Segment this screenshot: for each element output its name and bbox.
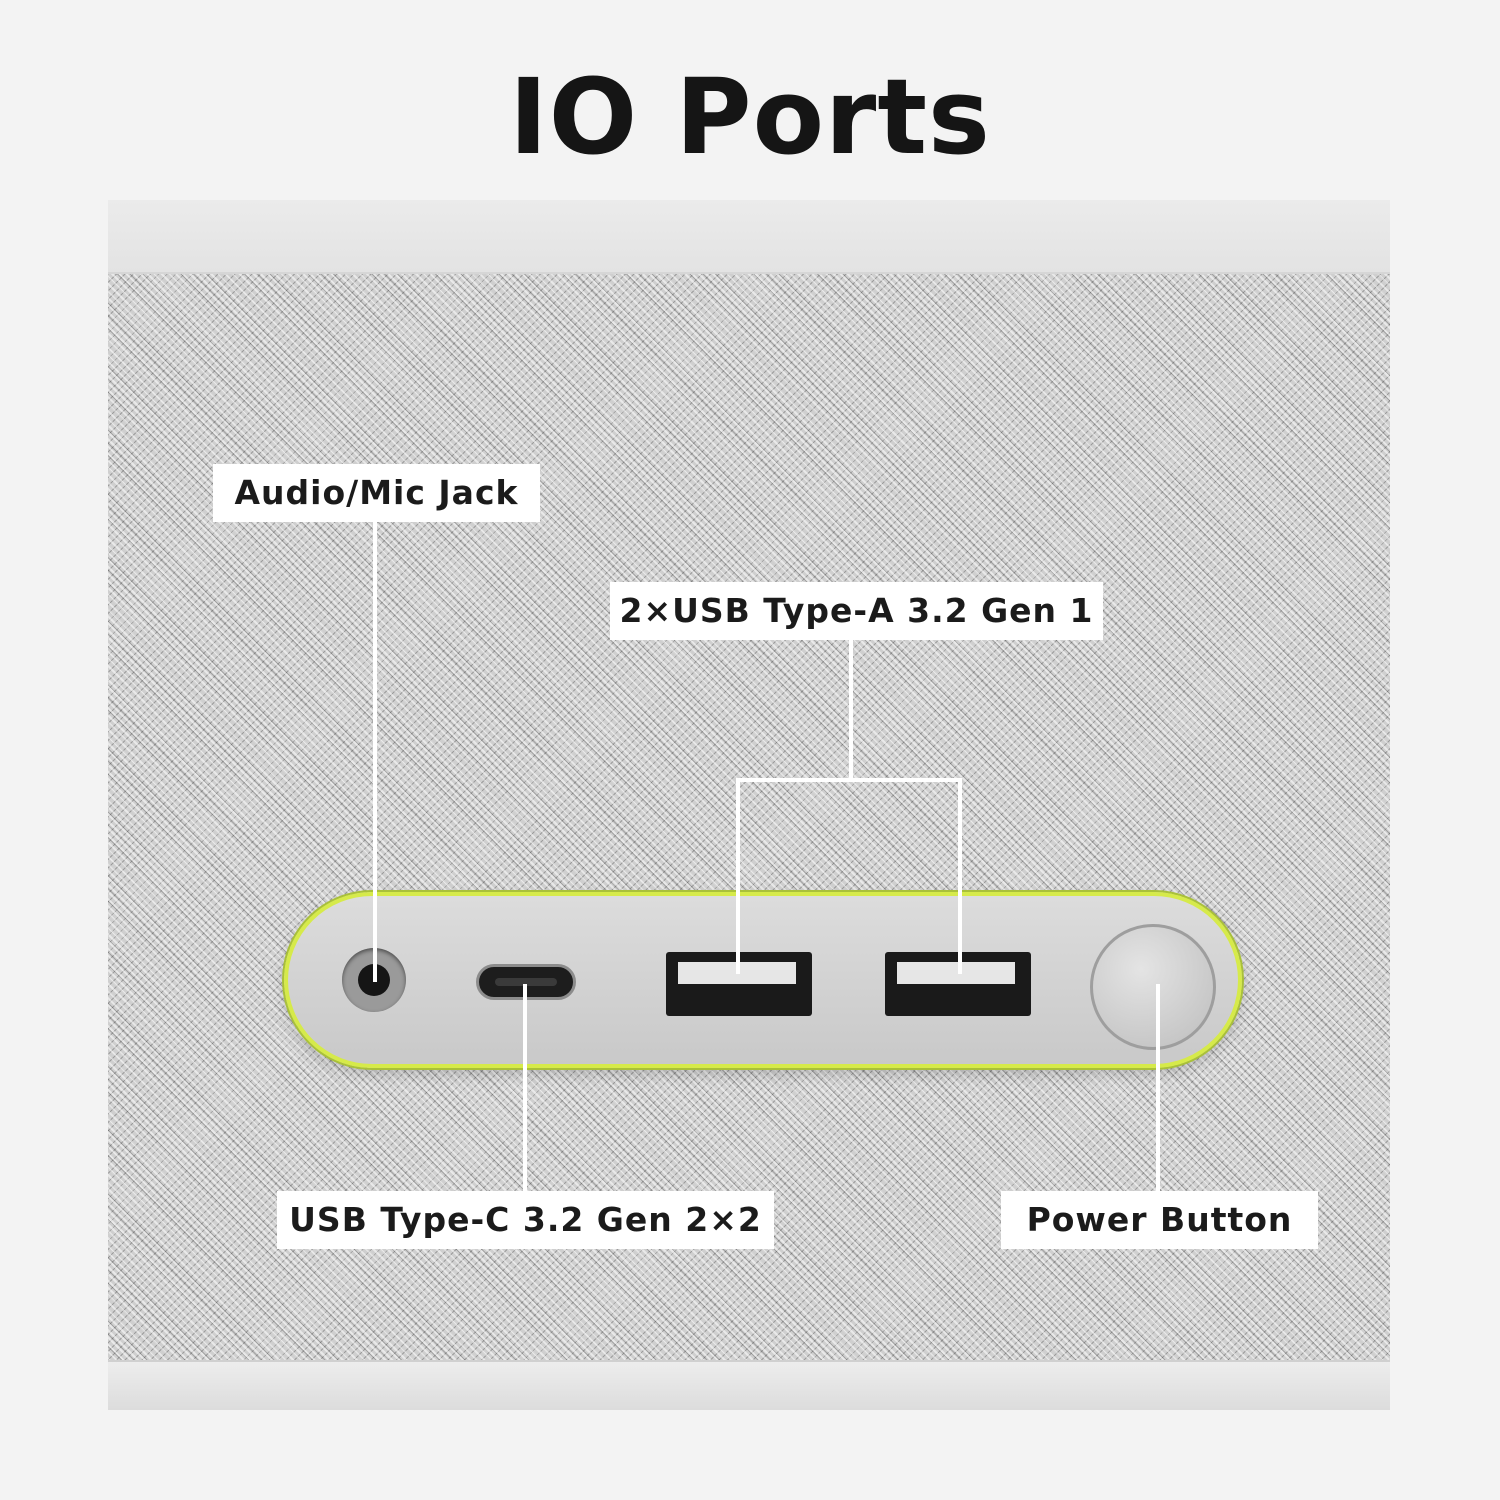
page-title: IO Ports [509,56,991,178]
io-port-panel [284,892,1242,1068]
audio-jack-leader-line [373,520,377,982]
usb-a-leader-line [958,778,962,974]
audio-jack-label: Audio/Mic Jack [213,464,540,522]
device-bottom-frame [108,1360,1390,1410]
device-top-frame [108,200,1390,274]
usb-c-label: USB Type-C 3.2 Gen 2×2 [277,1191,774,1249]
usb-a-leader-line [849,640,853,780]
usb-a-label: 2×USB Type-A 3.2 Gen 1 [610,582,1103,640]
device-front-panel [108,200,1390,1410]
usb-a-leader-line [736,778,962,782]
power-button-label: Power Button [1001,1191,1318,1249]
usb-a-leader-line [736,778,740,974]
power-leader-line [1156,984,1160,1192]
power-button-icon [1090,924,1216,1050]
fabric-grille [108,274,1390,1360]
usb-c-leader-line [523,984,527,1192]
